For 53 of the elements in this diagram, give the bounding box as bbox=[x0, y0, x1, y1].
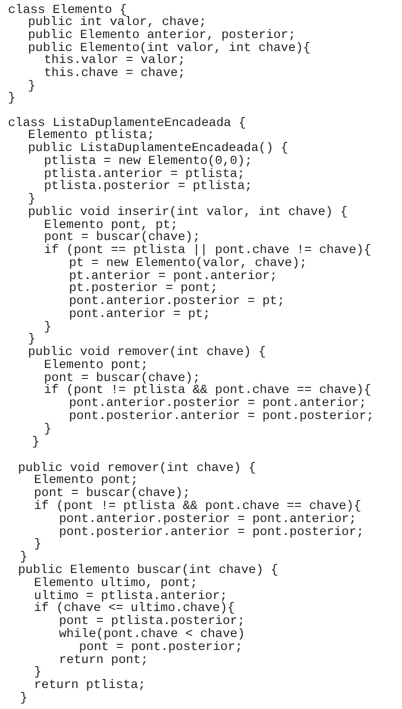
code-line: } bbox=[34, 538, 42, 552]
code-line: public Elemento(int valor, int chave){ bbox=[28, 42, 311, 55]
code-line: pont.posterior.anterior = pont.posterior; bbox=[69, 410, 374, 423]
code-line: return pont; bbox=[59, 654, 148, 666]
code-line: pont = buscar(chave); bbox=[44, 372, 200, 385]
code-line: pt.posterior = pont; bbox=[69, 282, 218, 296]
code-line: if (pont != ptlista && pont.chave == chave){ bbox=[34, 500, 362, 513]
code-line: Elemento ptlista; bbox=[28, 129, 154, 142]
code-line: ptlista = new Elemento(0,0); bbox=[44, 154, 252, 168]
code-line: } bbox=[44, 422, 52, 436]
code-line: } bbox=[32, 436, 40, 448]
code-line: class ListaDuplamenteEncadeada { bbox=[8, 116, 246, 130]
code-line: } bbox=[34, 666, 42, 680]
code-line: if (pont == ptlista || pont.chave != chave){ bbox=[44, 244, 372, 258]
code-line: ultimo = ptlista.anterior; bbox=[34, 590, 228, 602]
code-line: class Elemento { bbox=[8, 4, 127, 16]
code-line: public int valor, chave; bbox=[28, 16, 206, 30]
code-line: public Elemento anterior, posterior; bbox=[28, 28, 296, 42]
code-line: pont = buscar(chave); bbox=[44, 231, 200, 244]
code-line: Elemento pont; bbox=[44, 358, 148, 372]
code-line: Elemento pont, pt; bbox=[44, 218, 178, 232]
code-line: pont.anterior.posterior = pont.anterior; bbox=[69, 397, 366, 410]
code-line: Elemento ultimo, pont; bbox=[34, 576, 198, 590]
code-line: public Elemento buscar(int chave) { bbox=[18, 564, 278, 577]
code-line: public void remover(int chave) { bbox=[28, 346, 266, 360]
code-line: } bbox=[20, 692, 28, 705]
code-line: } bbox=[28, 333, 36, 346]
code-line: public void remover(int chave) { bbox=[18, 462, 256, 474]
code-line: } bbox=[20, 551, 28, 564]
code-line: pont = ptlista.posterior; bbox=[59, 615, 245, 628]
code-line: public void inserir(int valor, int chave) { bbox=[28, 206, 348, 219]
code-line: } bbox=[28, 80, 36, 93]
code-line: return ptlista; bbox=[34, 679, 146, 692]
code-line: this.chave = chave; bbox=[44, 67, 186, 80]
code-line: pont.anterior.posterior = pont.anterior; bbox=[59, 512, 356, 526]
code-line: pont = buscar(chave); bbox=[34, 487, 190, 500]
code-line: pt.anterior = pont.anterior; bbox=[69, 270, 278, 283]
code-line: pont.anterior.posterior = pt; bbox=[69, 295, 285, 308]
code-line: } bbox=[28, 193, 36, 206]
code-line: ptlista.posterior = ptlista; bbox=[44, 180, 252, 194]
code-line: public ListaDuplamenteEncadeada() { bbox=[28, 142, 288, 156]
code-line: pt = new Elemento(valor, chave); bbox=[69, 256, 307, 270]
code-line: pont.posterior.anterior = pont.posterior; bbox=[59, 526, 364, 538]
code-line: pont.anterior = pt; bbox=[69, 308, 210, 321]
code-line: this.valor = valor; bbox=[44, 54, 186, 68]
code-line: if (chave <= ultimo.chave){ bbox=[34, 602, 235, 616]
code-line: Elemento pont; bbox=[34, 474, 138, 488]
code-line: if (pont != ptlista && pont.chave == chave){ bbox=[44, 384, 372, 398]
code-line: } bbox=[44, 320, 52, 334]
code-line: while(pont.chave < chave) bbox=[59, 628, 245, 641]
code-line: pont = pont.posterior; bbox=[79, 640, 243, 654]
code-line: } bbox=[8, 92, 16, 106]
code-line: ptlista.anterior = ptlista; bbox=[44, 168, 245, 181]
